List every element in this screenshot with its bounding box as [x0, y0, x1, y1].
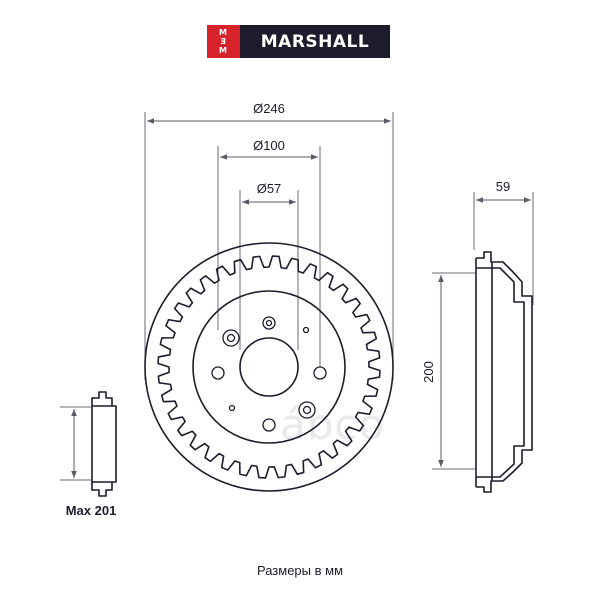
dim-outer-diameter-label: Ø246 — [253, 101, 285, 116]
drum-cooling-teeth — [157, 255, 381, 479]
bolt-hole-top-inner — [265, 319, 273, 327]
small-hole-bottom-left — [228, 404, 236, 412]
watermark: ábco — [280, 400, 386, 449]
drum-section-profile — [91, 391, 117, 497]
logo-mark-line-1: M — [219, 27, 228, 37]
drum-front-view — [144, 242, 394, 492]
brand-name: MARSHALL — [260, 31, 370, 52]
dim-width-label: 59 — [496, 179, 510, 194]
drum-side-view: 59 200 — [421, 179, 534, 493]
bolt-hole-right — [313, 366, 327, 380]
brand-logo: M ∃ M MARSHALL — [207, 25, 390, 58]
locating-hole-left-inner — [226, 333, 236, 343]
drum-side-profile — [475, 251, 533, 493]
dim-max-label: Max 201 — [66, 503, 117, 518]
logo-mark-line-3: M — [219, 45, 228, 55]
dim-center-bore-label: Ø57 — [257, 181, 282, 196]
drum-section-view: Max 201 — [60, 391, 117, 518]
drum-hub-face — [192, 290, 346, 444]
drum-side-inner-profile — [476, 267, 525, 478]
units-caption: Размеры в мм — [256, 563, 344, 578]
locating-hole-right-inner — [302, 405, 312, 415]
drum-center-bore — [239, 337, 299, 397]
dim-bolt-circle-label: Ø100 — [253, 138, 285, 153]
logo-mark-icon: M ∃ M — [207, 25, 240, 58]
bolt-hole-left — [211, 366, 225, 380]
bolt-hole-bottom — [262, 418, 276, 432]
dim-height-label: 200 — [421, 361, 436, 383]
logo-mark-line-2: ∃ — [220, 36, 227, 46]
drum-outer-rim — [144, 242, 394, 492]
small-hole-top-right — [302, 326, 310, 334]
